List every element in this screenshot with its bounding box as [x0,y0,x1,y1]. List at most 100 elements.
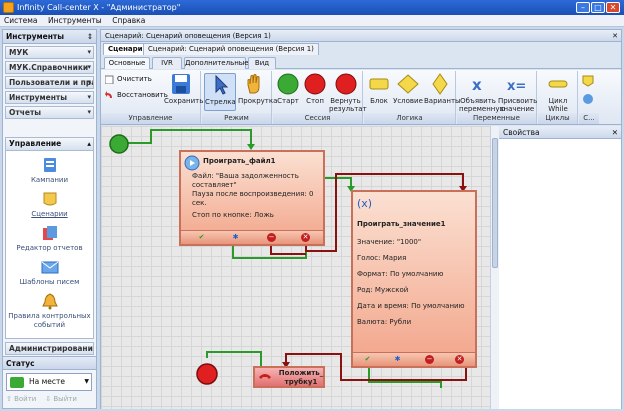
user-status-panel: Статус пользователя На месте ▼ ⇧ Войти ⇩… [2,356,97,409]
minus-output-icon[interactable]: − [425,355,434,364]
section-muk-dict[interactable]: МУК.Справочники▾ [5,61,94,74]
link-icon[interactable] [582,93,594,105]
group-management: Очистить Восстановить Сохранить Управлен… [101,71,203,124]
start-node [109,134,129,154]
scrollbar-thumb[interactable] [492,138,498,268]
svg-text:x=: x= [507,79,526,94]
node-body: Файл: "Ваша задолженность составляет" Па… [192,172,314,219]
menu-help[interactable]: Справка [112,16,146,25]
chevron-down-icon: ▼ [84,378,89,385]
group-loops: Цикл While Циклы [538,71,578,124]
svg-text:(x): (x) [357,197,372,210]
connectors-layer [109,129,467,388]
node-play-file[interactable]: Проиграть_файл1 Файл: "Ваша задолженност… [179,150,325,246]
node-hang-up[interactable]: Положить_ трубку1 [253,366,325,388]
campaign-icon [43,158,56,172]
success-output-icon[interactable]: ✔ [364,355,371,363]
section-tools[interactable]: Инструменты▾ [5,91,94,104]
stop-button[interactable]: Стоп [302,73,328,105]
report-editor-icon [42,226,57,240]
manager-item-mail-templates[interactable]: Шаблоны писем [6,258,93,287]
restore-button[interactable]: Восстановить [105,90,168,100]
success-output-icon[interactable]: ✔ [198,233,205,241]
declare-variable-button[interactable]: x Объявить переменную [459,73,505,113]
note-icon[interactable] [582,75,594,87]
node-body: Значение: "1000" Голос: Мария Формат: По… [357,238,465,326]
scenario-canvas[interactable]: Проиграть_файл1 Файл: "Ваша задолженност… [101,126,497,409]
close-icon[interactable]: ✕ [611,128,618,137]
manager-item-event-rules[interactable]: Правила контрольных событий [6,292,93,330]
while-loop-button[interactable]: Цикл While [540,73,576,113]
status-green-icon [10,377,24,388]
section-administration[interactable]: Администрирование [5,342,94,355]
node-play-value[interactable]: (x) Проиграть_значение1 Значение: "1000"… [351,190,477,368]
bell-icon [41,293,58,310]
tools-panel: Инструменты ⇕ МУК▾ МУК.Справочники▾ Поль… [2,29,97,409]
tools-panel-header: Инструменты ⇕ [3,30,96,44]
arrow-head [282,362,290,368]
node-title: Проиграть_файл1 [203,157,276,165]
arrow-mode-button[interactable]: Стрелка [204,73,236,111]
dtmf-output-icon[interactable]: ✱ [232,233,239,241]
block-button[interactable]: Блок [366,73,392,105]
section-users[interactable]: Пользователи и права▾ [5,76,94,89]
save-icon [172,74,190,94]
return-result-button[interactable]: Вернуть результат [329,73,367,113]
return-icon [335,73,356,95]
manager-item-report-editor[interactable]: Редактор отчетов [6,224,93,253]
scenario-icon [43,192,56,206]
menu-system[interactable]: Система [4,16,38,25]
condition-button[interactable]: Условие [393,73,423,105]
manager-item-campaigns[interactable]: Кампании [6,156,93,185]
minimize-button[interactable]: – [576,2,590,13]
ribbon: Очистить Восстановить Сохранить Управлен… [101,70,621,125]
tab-view[interactable]: Вид [248,57,276,69]
close-icon[interactable]: ✕ [612,32,618,40]
minus-output-icon[interactable]: − [267,233,276,242]
chevron-down-icon: ▾ [87,93,91,101]
mail-template-icon [41,261,58,274]
tab-scenario-doc[interactable]: Сценарий: Сценарий оповещения (Версия 1) [143,43,319,55]
exit-button[interactable]: ⇩ Выйти [45,395,77,403]
section-muk[interactable]: МУК▾ [5,46,94,59]
user-status-select[interactable]: На месте ▼ [6,373,92,391]
connector-start-to-play [125,129,252,146]
section-management-header[interactable]: Управление ▴ [6,138,93,151]
play-file-icon [184,155,200,171]
error-output-icon[interactable]: ✕ [301,233,310,242]
section-reports[interactable]: Отчеты▾ [5,106,94,119]
node-outputs: ✔ ✱ − ✕ [181,230,323,244]
assign-value-button[interactable]: x= Присвоить значение [498,73,537,113]
variants-button[interactable]: Варианты [424,73,461,105]
assign-icon: x= [507,79,526,94]
arrow-head [247,144,255,150]
tab-ivr[interactable]: IVR [152,57,182,69]
scroll-mode-button[interactable]: Прокрутка [238,73,277,105]
pin-icon[interactable]: ⇕ [86,32,93,41]
group-logic: Блок Условие Варианты Логика [364,71,461,124]
window-title: Infinity Call-center X - "Администратор" [17,3,181,12]
tab-additional[interactable]: Дополнительные [184,57,249,69]
document-tabs: Сценарии Сценарий: Сценарий оповещения (… [101,42,621,55]
menu-tools[interactable]: Инструменты [48,16,102,25]
chevron-up-icon: ▴ [87,139,91,148]
error-output-icon[interactable]: ✕ [455,355,464,364]
clear-button[interactable]: Очистить [105,74,152,84]
enter-button[interactable]: ⇧ Войти [6,395,37,403]
dtmf-output-icon[interactable]: ✱ [394,355,401,363]
close-button[interactable]: ✕ [606,2,620,13]
tab-main[interactable]: Основные [104,57,150,69]
main-area: Сценарий: Сценарий оповещения (Версия 1)… [100,29,622,409]
connector-hangup-end [206,351,262,366]
canvas-scrollbar[interactable] [490,126,499,409]
save-button[interactable]: Сохранить [164,73,203,105]
hand-icon [247,74,260,94]
chevron-down-icon: ▾ [87,63,91,71]
end-node [196,363,218,385]
start-button[interactable]: Старт [275,73,301,105]
manager-item-scenarios[interactable]: Сценарии [6,190,93,219]
status-buttons: ⇧ Войти ⇩ Выйти [6,395,77,403]
maximize-button[interactable]: □ [591,2,605,13]
connector-value-to-hangup [368,368,442,388]
